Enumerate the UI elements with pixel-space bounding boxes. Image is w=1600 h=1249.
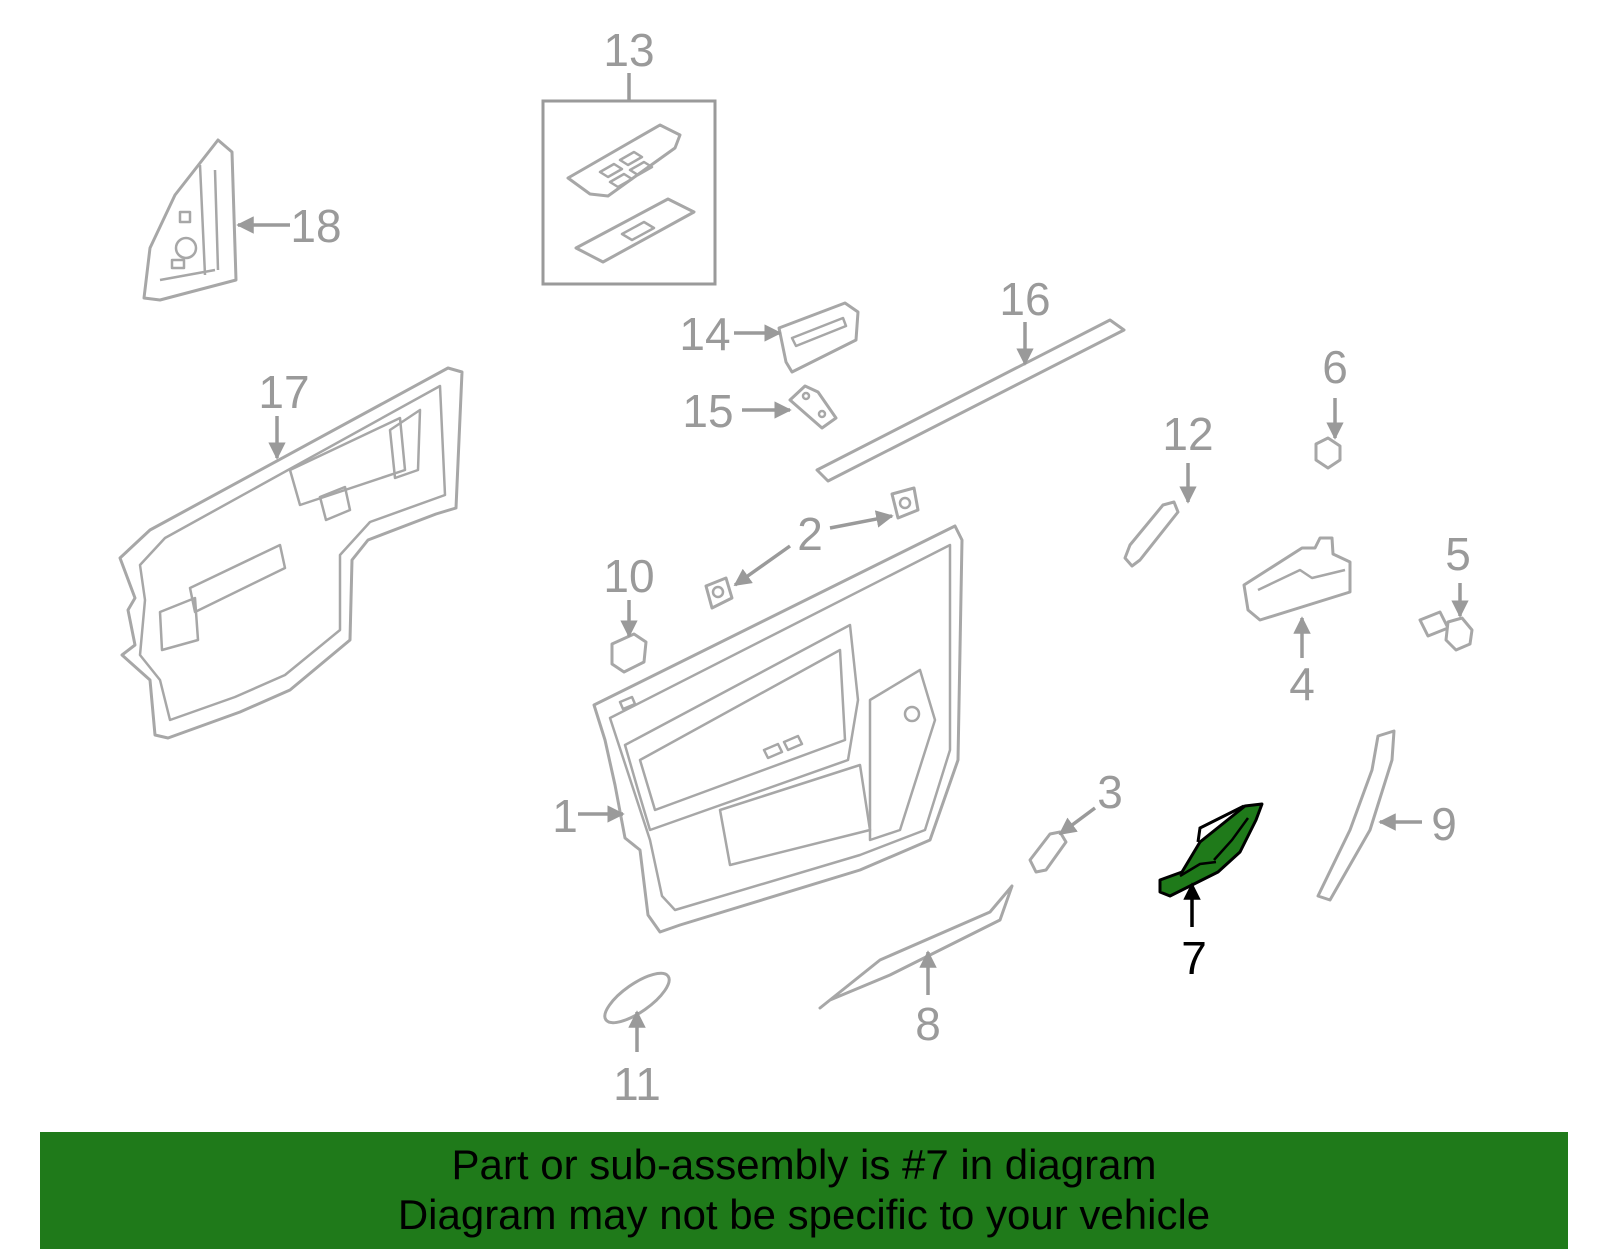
callout-labels: 13 18 14 15 16 17 6 12 5 4 2 10 1 3 9 8 … <box>258 24 1470 1110</box>
banner-line-disclaimer: Diagram may not be specific to your vehi… <box>397 1191 1211 1238</box>
callout-5: 5 <box>1445 528 1471 580</box>
callout-1: 1 <box>552 790 578 842</box>
callout-14: 14 <box>679 308 730 360</box>
part-13-window-switch-kit <box>541 99 717 286</box>
part-2-retainer-clips <box>704 486 920 610</box>
part-1-door-trim-panel <box>592 524 964 934</box>
callout-4: 4 <box>1289 658 1315 710</box>
callout-13: 13 <box>603 24 654 76</box>
part-15-bracket <box>788 384 838 430</box>
leader-lines <box>236 73 1469 1052</box>
part-17-door-trim-panel-rear <box>118 366 464 740</box>
callout-2: 2 <box>797 508 823 560</box>
callout-17: 17 <box>258 366 309 418</box>
callout-16: 16 <box>999 273 1050 325</box>
callout-7-highlighted: 7 <box>1181 932 1207 984</box>
part-3-cover <box>1028 830 1068 874</box>
part-10-clip <box>610 632 648 674</box>
callout-15: 15 <box>682 385 733 437</box>
part-11-speaker-cover <box>603 971 671 1025</box>
callout-8: 8 <box>915 998 941 1050</box>
part-4-handle-bracket <box>1242 536 1352 622</box>
callout-18: 18 <box>290 200 341 252</box>
part-5-bolt <box>1418 610 1474 652</box>
part-6-nut <box>1314 436 1342 470</box>
banner-line-part: Part or sub-assembly is #7 in diagram <box>451 1141 1157 1188</box>
part-8-trim-molding <box>818 884 1014 1010</box>
part-12-pull-handle <box>1123 500 1180 568</box>
callout-3: 3 <box>1097 766 1123 818</box>
part-18-mirror-bracket <box>142 138 238 302</box>
part-14-switch-bezel <box>777 301 860 374</box>
part-16-belt-weatherstrip <box>815 318 1126 483</box>
part-9-garnish <box>1316 729 1396 902</box>
callout-6: 6 <box>1322 341 1348 393</box>
parts-diagram: 13 18 14 15 16 17 6 12 5 4 2 10 1 3 9 8 … <box>118 24 1474 1110</box>
part-7-inside-handle-highlighted <box>1158 802 1264 898</box>
callout-9: 9 <box>1431 798 1457 850</box>
info-banner: Part or sub-assembly is #7 in diagram Di… <box>40 1132 1568 1249</box>
callout-10: 10 <box>603 550 654 602</box>
callout-11: 11 <box>613 1058 661 1110</box>
callout-12: 12 <box>1162 408 1213 460</box>
